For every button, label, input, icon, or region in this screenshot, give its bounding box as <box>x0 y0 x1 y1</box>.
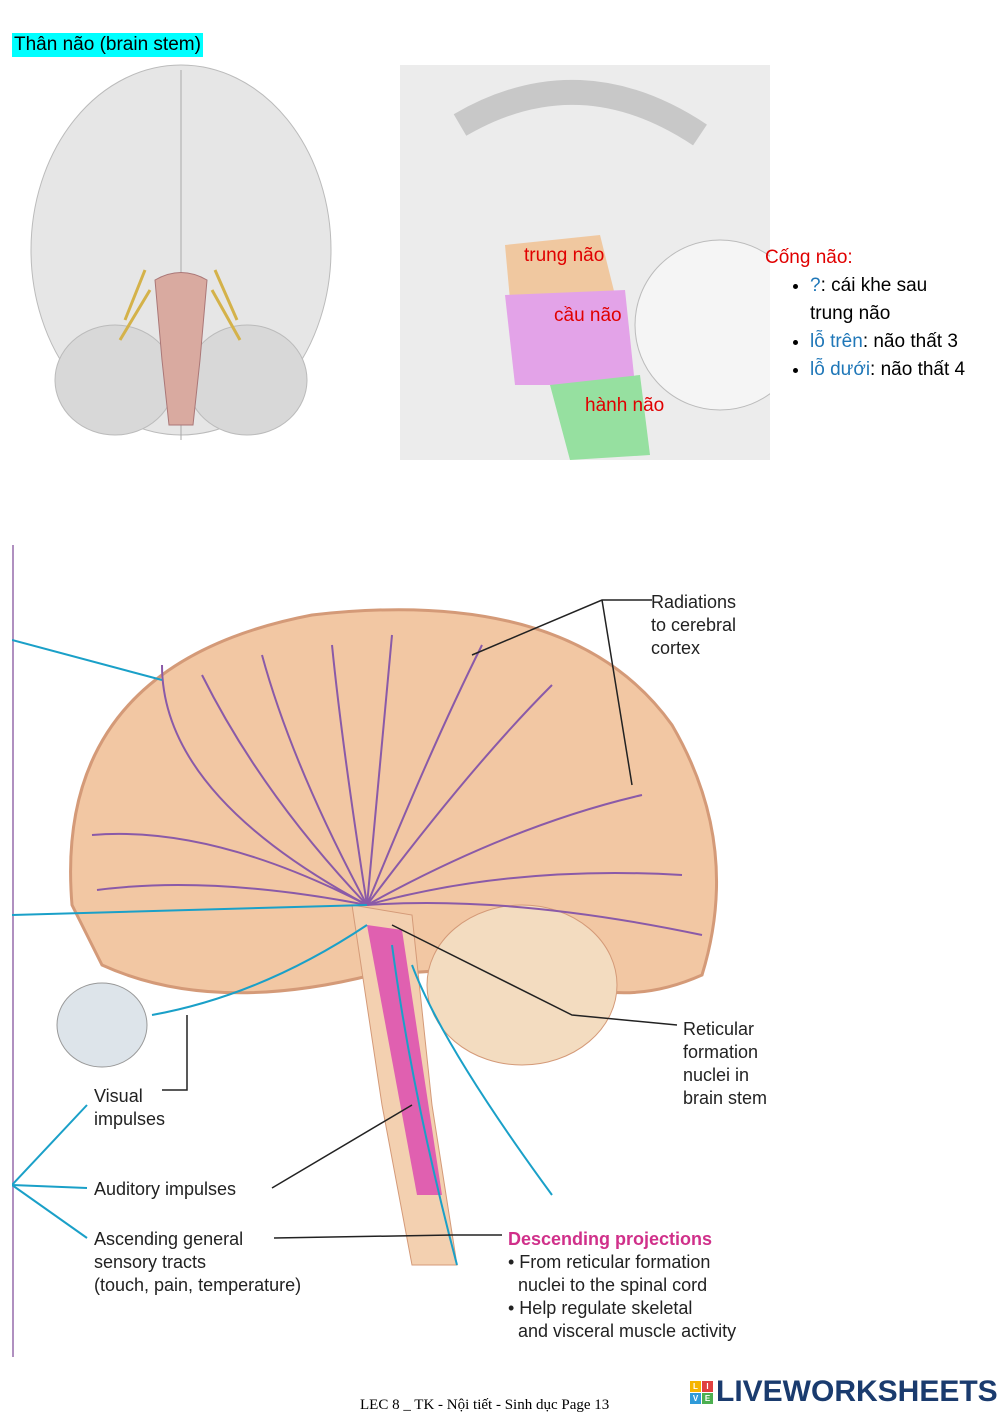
label-medulla: hành não <box>585 395 665 416</box>
label-line: Radiations <box>651 592 737 612</box>
label-line: nuclei in <box>683 1065 750 1085</box>
section-title: Thân não (brain stem) <box>12 33 203 57</box>
aqueduct-notes: Cống não: ?: cái khe sau trung não lỗ tr… <box>765 244 965 384</box>
label-line: nuclei to the spinal cord <box>508 1275 708 1295</box>
label-line: Visual <box>94 1086 143 1106</box>
label-ascending-tracts: Ascending general sensory tracts (touch, p… <box>94 1228 301 1297</box>
page-footer: LEC 8 _ TK - Nội tiết - Sinh dục Page 13 <box>360 1397 610 1413</box>
logo-letter: V <box>690 1392 701 1404</box>
label-visual-impulses: Visual impulses <box>94 1085 165 1131</box>
list-item: ?: cái khe sau trung não <box>810 272 960 328</box>
label-line: to cerebral <box>651 615 737 635</box>
label-pons: cầu não <box>554 305 622 326</box>
logo-letter: E <box>702 1392 713 1404</box>
descending-title: Descending projections <box>508 1229 713 1249</box>
label-line: cortex <box>651 638 701 658</box>
reticular-system-diagram <box>12 545 719 1357</box>
item-text: : cái khe sau trung não <box>810 275 928 324</box>
label-line: sensory tracts <box>94 1252 207 1272</box>
item-key: ? <box>810 275 821 296</box>
label-radiations: Radiations to cerebral cortex <box>651 591 736 660</box>
item-text: : não thất 4 <box>870 359 966 380</box>
item-key: lỗ trên <box>810 331 863 352</box>
label-line: Reticular <box>683 1019 755 1039</box>
label-line: formation <box>683 1042 759 1062</box>
label-descending-projections: Descending projections • From reticular f… <box>508 1228 736 1343</box>
label-auditory-impulses: Auditory impulses <box>94 1179 237 1199</box>
label-line: • Help regulate skeletal <box>508 1298 693 1318</box>
label-line: (touch, pain, temperature) <box>94 1275 302 1295</box>
label-line: and visceral muscle activity <box>508 1321 737 1341</box>
logo-letter: L <box>690 1380 701 1392</box>
item-key: lỗ dưới <box>810 359 871 380</box>
aqueduct-heading: Cống não: <box>765 247 853 268</box>
label-reticular-nuclei: Reticular formation nuclei in brain stem <box>683 1018 767 1110</box>
item-text: : não thất 3 <box>862 331 958 352</box>
logo-text: LIVEWORKSHEETS <box>716 1375 998 1408</box>
label-line: impulses <box>94 1109 166 1129</box>
label-midbrain: trung não <box>524 245 605 266</box>
logo-letter: I <box>702 1380 713 1392</box>
list-item: lỗ dưới: não thất 4 <box>810 356 965 384</box>
label-line: Ascending general <box>94 1229 244 1249</box>
brain-sagittal-image <box>400 65 770 460</box>
list-item: lỗ trên: não thất 3 <box>810 328 965 356</box>
label-line: brain stem <box>683 1088 768 1108</box>
brain-inferior-view-image <box>30 64 332 440</box>
label-line: • From reticular formation <box>508 1252 711 1272</box>
